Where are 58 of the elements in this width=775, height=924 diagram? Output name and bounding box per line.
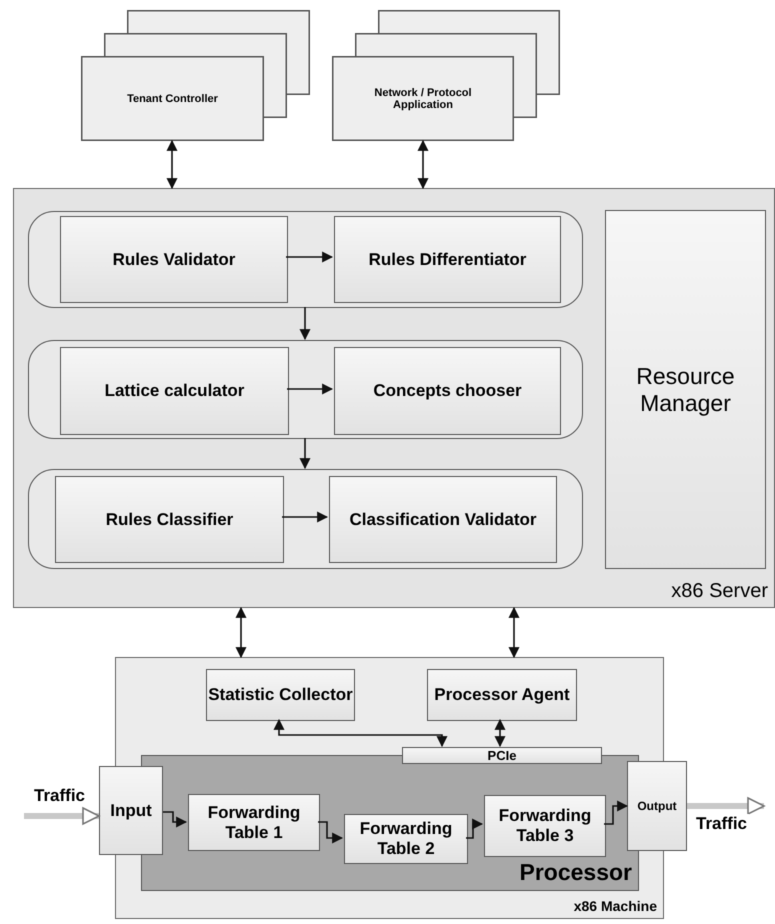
process-box — [188, 794, 320, 851]
box-label: PCIe — [488, 748, 516, 763]
arrow — [318, 821, 344, 844]
box-label: Network / Protocol Application — [373, 86, 473, 110]
process-box — [427, 669, 577, 721]
rounded-group — [28, 211, 583, 308]
arrow — [287, 384, 334, 394]
arrow — [236, 606, 246, 658]
process-box — [334, 216, 561, 303]
process-box — [344, 814, 468, 864]
process-box — [402, 747, 602, 764]
arrow — [508, 606, 520, 658]
process-box — [605, 210, 766, 569]
arrow — [418, 140, 428, 190]
arrow — [166, 140, 178, 190]
process-box — [627, 761, 687, 851]
box-label: Forwarding Table 3 — [498, 806, 592, 846]
box-label: Lattice calculator — [104, 381, 244, 401]
process-box — [60, 216, 288, 303]
process-box — [484, 795, 606, 857]
box-label: Rules Classifier — [106, 510, 234, 530]
box-label: Output — [637, 799, 677, 813]
rounded-group — [28, 469, 583, 569]
box-label: Input — [110, 800, 152, 820]
arrow — [163, 811, 188, 828]
box-label: Statistic Collector — [208, 685, 353, 705]
rounded-group — [28, 340, 583, 439]
arrow — [687, 797, 765, 815]
arrow — [274, 718, 448, 748]
document-stack — [81, 10, 310, 141]
box-label: Forwarding Table 2 — [358, 819, 454, 859]
box-label: x86 Server — [671, 580, 768, 603]
process-box — [60, 347, 289, 435]
arrow — [494, 718, 506, 748]
box-label: Rules Validator — [112, 250, 236, 270]
process-box — [329, 476, 557, 563]
arrow — [466, 818, 484, 839]
box-label: Processor Agent — [434, 685, 570, 705]
process-box — [334, 347, 561, 435]
arrow — [286, 252, 334, 262]
box-label: Classification Validator — [349, 510, 537, 530]
process-box — [206, 669, 355, 721]
arrow — [282, 512, 328, 522]
box-label: x86 Machine — [574, 898, 657, 914]
box-label: Resource Manager — [635, 362, 736, 416]
arrow — [300, 438, 310, 470]
container-panel — [13, 188, 775, 608]
box-label: Tenant Controller — [127, 92, 218, 104]
document-stack — [332, 10, 560, 141]
arrow — [604, 800, 628, 825]
arrow — [24, 807, 100, 825]
arrow — [300, 307, 310, 340]
box-label: Processor — [519, 859, 632, 886]
process-box — [55, 476, 284, 563]
box-label: Forwarding Table 1 — [206, 802, 302, 842]
box-label: Concepts chooser — [373, 381, 522, 401]
box-label: Rules Differentiator — [368, 250, 526, 270]
process-box — [99, 766, 163, 855]
